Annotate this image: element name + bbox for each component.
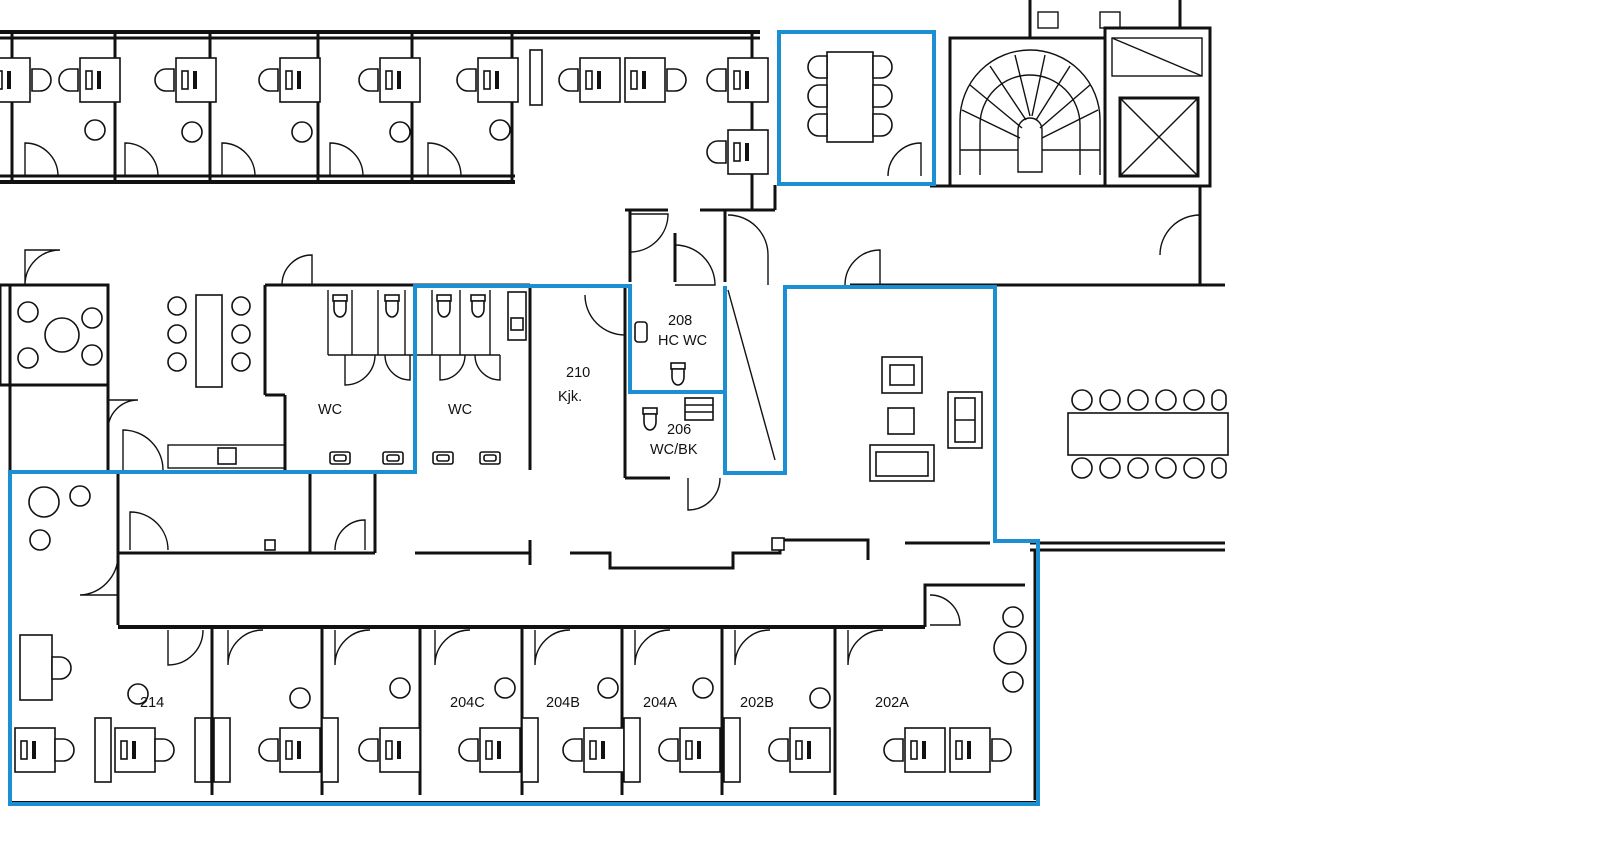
- room-label-214: 214: [140, 695, 164, 711]
- room-sublabel-210: Kjk.: [558, 389, 582, 405]
- middle-left-furniture: [17, 291, 714, 465]
- room-label-204c: 204C: [450, 695, 485, 711]
- room-label-wc-left: WC: [318, 402, 342, 418]
- room-label-202b: 202B: [740, 695, 774, 711]
- room-label-204b: 204B: [546, 695, 580, 711]
- room-label-210: 210: [566, 365, 590, 381]
- conference-room: [1067, 389, 1229, 479]
- top-furniture: [0, 49, 769, 175]
- room-label-wc-mid: WC: [448, 402, 472, 418]
- room-label-206: 206: [667, 422, 691, 438]
- room-label-208: 208: [668, 313, 692, 329]
- highlighted-areas: [8, 30, 1040, 806]
- stair-elevator-block: [850, 0, 1225, 287]
- highlight-wc-kitchen: [8, 284, 1040, 806]
- room-sublabel-206: WC/BK: [650, 442, 698, 458]
- meeting-room-small: [807, 51, 893, 143]
- lounge-furniture: [869, 356, 983, 482]
- lower-furniture: [14, 485, 1027, 783]
- highlight-meeting-room: [777, 30, 936, 186]
- room-label-204a: 204A: [643, 695, 677, 711]
- room-labels: WC WC 210 Kjk. 208 HC WC 206 WC/BK 214 2…: [140, 313, 909, 711]
- door-swings: [24, 142, 1201, 666]
- room-sublabel-208: HC WC: [658, 333, 707, 349]
- room-label-202a: 202A: [875, 695, 909, 711]
